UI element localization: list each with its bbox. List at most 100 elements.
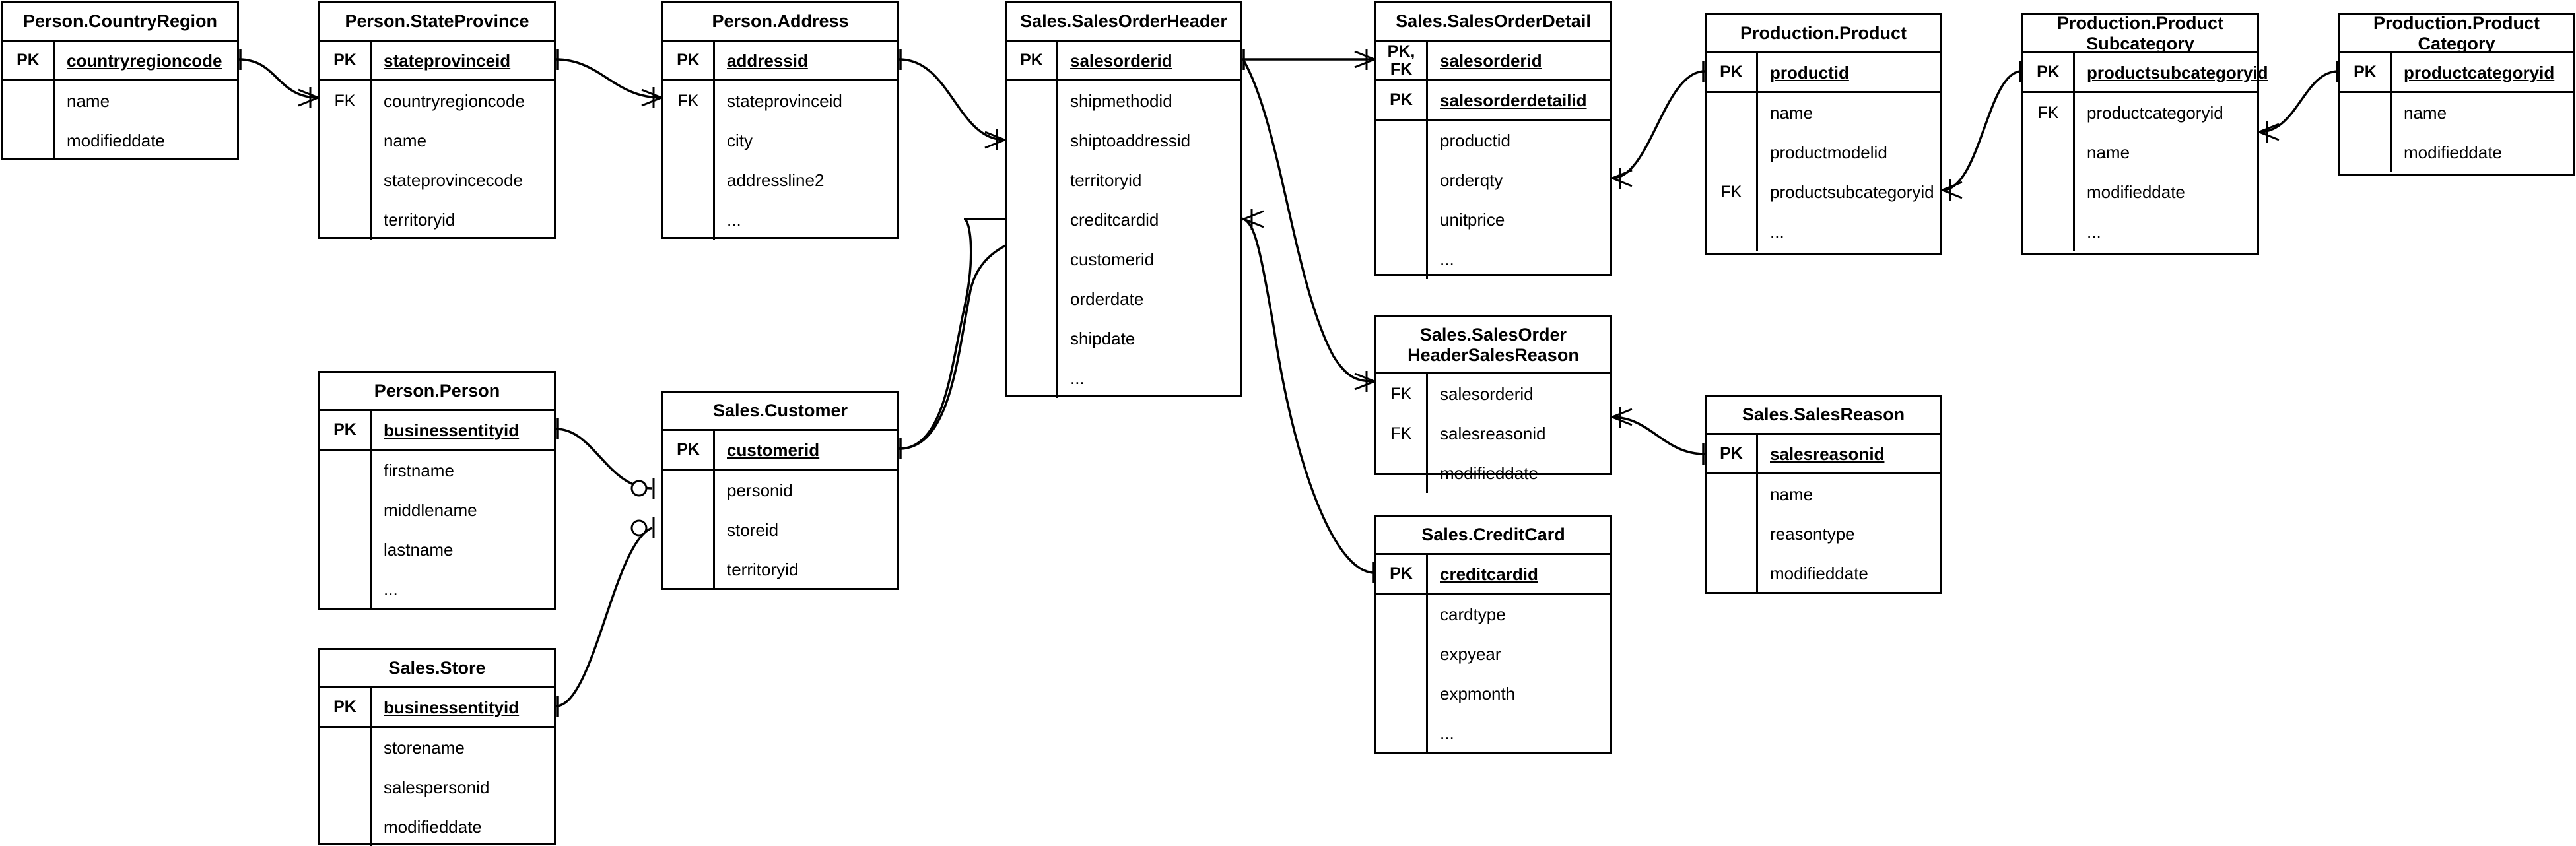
attribute-row: name <box>2023 133 2257 172</box>
attribute-name: salespersonid <box>384 777 490 797</box>
attribute-name: name <box>67 91 110 111</box>
attribute-row: city <box>663 121 897 160</box>
attribute-key-label <box>1376 240 1428 279</box>
attribute-key-label <box>1007 358 1058 398</box>
attribute-name: shiptoaddressid <box>1070 131 1191 150</box>
attribute-key-label <box>1007 160 1058 200</box>
attribute-name: storename <box>384 738 465 758</box>
attribute-key-label <box>1376 674 1428 713</box>
attribute-name: productid <box>1770 62 1849 82</box>
attribute-name: cardtype <box>1440 604 1506 624</box>
attribute-key-label: FK <box>1376 414 1428 453</box>
attribute-key-label: FK <box>663 81 715 121</box>
attribute-name: countryregioncode <box>384 91 525 111</box>
attribute-key-label <box>1707 133 1758 172</box>
attribute-key-label <box>1707 212 1758 251</box>
attribute-name: ... <box>1440 723 1454 743</box>
attribute-key-label <box>320 121 372 160</box>
attribute-name: name <box>1770 484 1813 504</box>
attribute-name: businessentityid <box>384 697 520 717</box>
attribute-row: orderqty <box>1376 160 1610 200</box>
relationship-creditcard-salesorderheader <box>1243 209 1375 583</box>
attribute-key-label <box>1007 200 1058 240</box>
attribute-row: stateprovincecode <box>320 160 554 200</box>
attribute-key-label <box>1376 160 1428 200</box>
attribute-name: ... <box>2087 222 2101 242</box>
attribute-row: ... <box>1007 358 1240 398</box>
entity-title-store: Sales.Store <box>320 650 554 688</box>
attribute-key-label <box>1007 319 1058 358</box>
attribute-name: ... <box>727 210 741 230</box>
attribute-key-label: PK <box>1007 42 1058 79</box>
key-attribute-row: PK customerid <box>663 431 897 471</box>
entity-title-productcategory: Production.Product Category <box>2340 13 2573 53</box>
attribute-key-label: FK <box>1376 374 1428 414</box>
attribute-row: orderdate <box>1007 279 1240 319</box>
attribute-name: customerid <box>727 439 820 460</box>
relationship-salesorderdetail-product <box>1611 61 1705 189</box>
attribute-name: territoryid <box>1070 170 1142 190</box>
attribute-name: salesorderid <box>1440 384 1534 404</box>
attribute-key-label: PK <box>1376 81 1428 119</box>
attribute-key-label <box>1376 713 1428 753</box>
attribute-name: modifieddate <box>384 817 482 837</box>
attribute-name: creditcardid <box>1070 210 1159 230</box>
attribute-key-label <box>320 490 372 530</box>
attribute-key-label: PK <box>663 431 715 469</box>
attribute-name: stateprovincecode <box>384 170 524 190</box>
attribute-row: name <box>1707 474 1940 514</box>
attribute-row: middlename <box>320 490 554 530</box>
attribute-name: territoryid <box>727 560 799 579</box>
attribute-key-label <box>320 767 372 807</box>
attribute-row: name <box>320 121 554 160</box>
entity-title-creditcard: Sales.CreditCard <box>1376 517 1610 555</box>
attribute-name: middlename <box>384 500 477 520</box>
relationship-person-customer <box>555 418 655 499</box>
attribute-key-label: PK <box>1707 435 1758 472</box>
relationship-stateprovince-address <box>555 49 662 108</box>
attribute-key-label <box>320 807 372 846</box>
entity-title-salesorderheader: Sales.SalesOrderHeader <box>1007 3 1240 42</box>
attribute-key-label <box>1707 93 1758 133</box>
attribute-name: stateprovinceid <box>727 91 842 111</box>
attribute-row: firstname <box>320 451 554 490</box>
attribute-row: shiptoaddressid <box>1007 121 1240 160</box>
attribute-name: name <box>384 131 427 150</box>
attribute-row: modifieddate <box>1707 554 1940 593</box>
attribute-key-label <box>320 530 372 569</box>
attribute-row: productid <box>1376 121 1610 160</box>
attribute-row: storename <box>320 728 554 767</box>
entity-title-salesreason: Sales.SalesReason <box>1707 397 1940 435</box>
